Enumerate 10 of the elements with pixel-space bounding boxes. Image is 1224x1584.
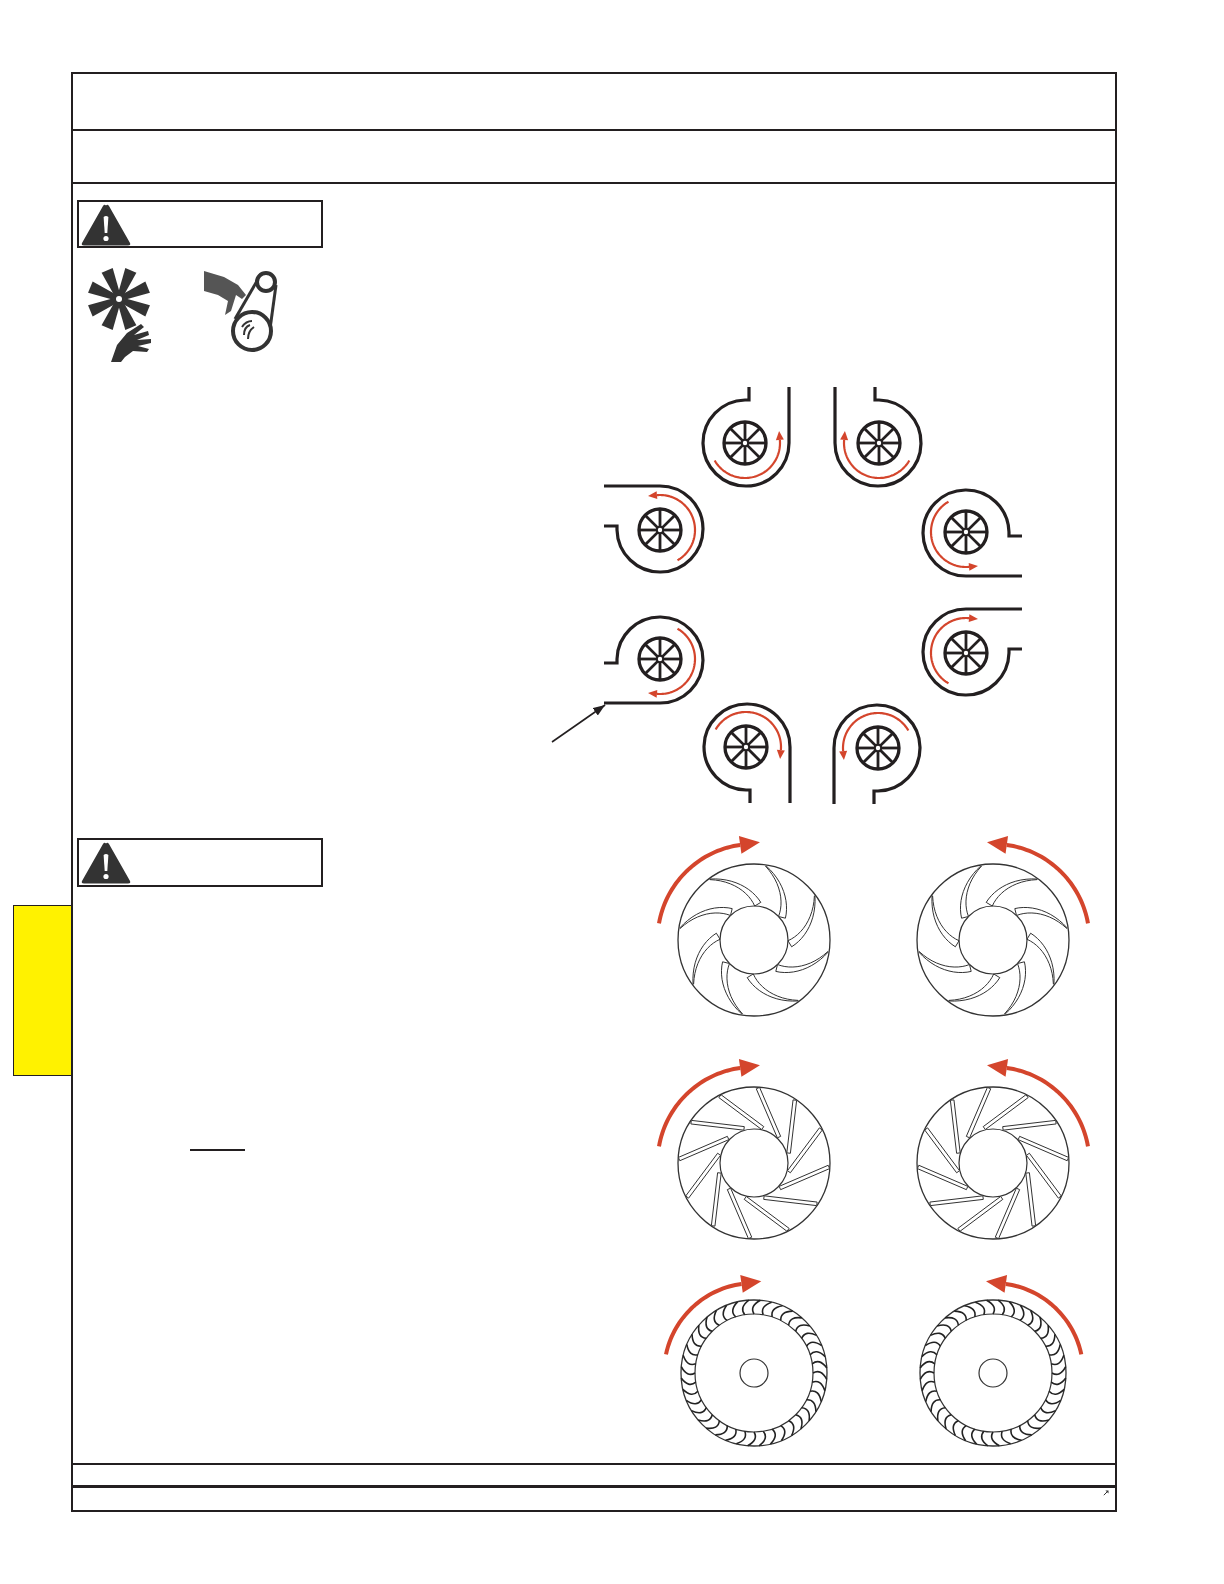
blower-housing (833, 385, 923, 488)
blower-housing (701, 385, 791, 488)
blower-housing (832, 703, 922, 806)
blower-housing (602, 484, 705, 574)
section-tab (13, 905, 72, 1076)
blower-housing (921, 488, 1024, 578)
blower-housing (921, 607, 1024, 697)
blower-housing (602, 615, 705, 705)
blower-housing (702, 702, 792, 805)
leader-arrow (551, 704, 606, 743)
